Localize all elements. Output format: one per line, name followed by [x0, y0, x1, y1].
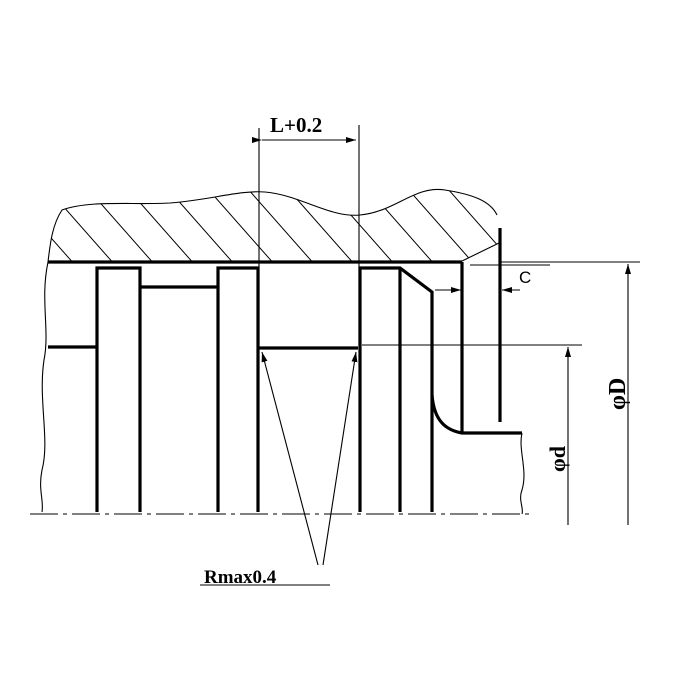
hatch-line: [359, 189, 436, 262]
ring-1: [95, 266, 142, 512]
chamfer-dimension: C: [435, 264, 550, 293]
fillet-radius-callout: Rmax0.4: [200, 351, 358, 588]
hatch-line: [0, 180, 35, 265]
hatch-line: [239, 189, 316, 262]
shaft-assembly: [30, 261, 530, 515]
hatch-pattern: [0, 180, 595, 265]
right-break-line: [520, 432, 525, 515]
left-break-line: [40, 261, 49, 513]
hatch-line: [199, 189, 276, 262]
shaft-diameter-label: φd: [545, 446, 570, 472]
bore-diameter-dimension: φD: [500, 261, 640, 525]
hatch-line: [399, 189, 476, 262]
hatch-line: [48, 189, 116, 262]
housing-chamfer: [459, 242, 500, 263]
shaft-diameter-dimension: φd: [362, 344, 582, 525]
hatch-line: [439, 189, 499, 262]
housing-break-line: [47, 188, 498, 263]
groove-width-dimension: L+0.2: [252, 113, 360, 348]
hatch-line: [119, 189, 196, 262]
hatch-line: [319, 189, 396, 262]
bore-diameter-label: φD: [605, 378, 631, 410]
chamfer-label: C: [519, 268, 531, 287]
hatch-line: [279, 189, 356, 262]
ring-3: [358, 266, 434, 512]
groove-width-label: L+0.2: [270, 113, 322, 137]
ring-2: [216, 266, 260, 512]
fillet-radius-label: Rmax0.4: [204, 567, 277, 588]
shaft-step: [430, 394, 522, 435]
hatch-line: [79, 189, 156, 262]
hatch-line: [48, 189, 76, 262]
housing-section: [0, 180, 595, 422]
hatch-line: [520, 180, 595, 265]
hatch-line: [479, 189, 499, 262]
hatch-line: [159, 189, 236, 262]
